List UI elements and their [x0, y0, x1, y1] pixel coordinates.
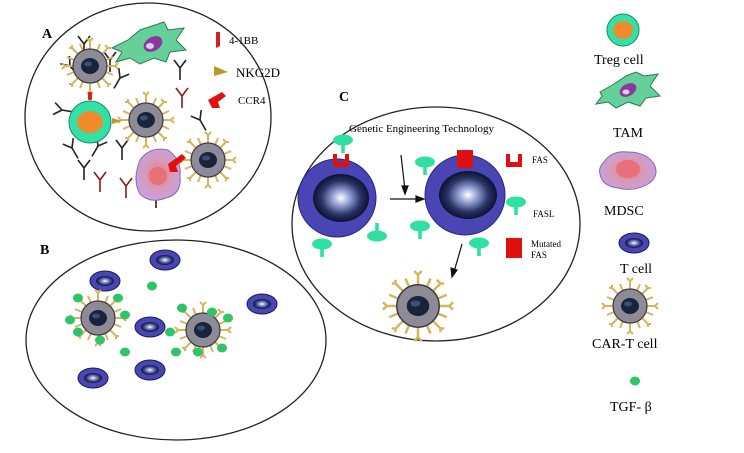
- antibody-icon: [77, 159, 91, 181]
- panel-a-letter: A: [42, 27, 53, 42]
- antibody-red-icon: [119, 177, 133, 199]
- fasl-inverted-icon: [367, 223, 387, 242]
- legend-mdsc-label: MDSC: [604, 204, 644, 219]
- antibody-red-icon: [175, 87, 189, 109]
- panel-c-title: Genetic Engineering Technology: [349, 123, 495, 135]
- antibody-icon: [62, 137, 84, 163]
- fasl-molecule-icon: [410, 220, 430, 239]
- legend-treg-label: Treg cell: [594, 53, 644, 68]
- mutated-fas-key-label-line2: FAS: [531, 250, 547, 260]
- nkg2d-key-icon: [214, 66, 228, 76]
- legend-tgfb-label: TGF- β: [610, 400, 652, 415]
- legend-tgf-beta-icon: [630, 376, 640, 386]
- antibody-icon: [108, 67, 130, 93]
- t-cell-icon: [149, 249, 181, 271]
- arrow-down-right: [453, 243, 463, 273]
- legend-t-cell-icon: [618, 232, 650, 254]
- mutated-fas-key-label-line1: Mutated: [531, 239, 561, 249]
- t-cell-icon: [246, 293, 278, 315]
- 4-1bb-key-label: 4-1BB: [229, 35, 258, 47]
- ccr4-key-icon: [208, 92, 226, 108]
- fasl-molecule-icon: [506, 196, 526, 215]
- t-cell-icon: [134, 316, 166, 338]
- car-t-cell-icon: [117, 91, 175, 149]
- fas-key-icon: [506, 154, 522, 167]
- antibody-red-icon: [93, 171, 107, 193]
- arrow-down: [400, 154, 406, 191]
- car-t-cell-icon: [61, 37, 119, 95]
- car-t-cell-result-icon: [381, 269, 455, 343]
- fasl-molecule-icon: [333, 134, 353, 153]
- t-cell-icon: [134, 359, 166, 381]
- antibody-icon: [173, 59, 187, 81]
- fasl-molecule-icon: [312, 238, 332, 257]
- ccr4-key-label: CCR4: [238, 95, 266, 107]
- mutated-fas-key-icon: [506, 238, 522, 258]
- legend-tam-label: TAM: [613, 126, 644, 141]
- legend: Treg cell TAM MDSC T cell CAR-T cell TGF…: [592, 13, 662, 415]
- panel-b-letter: B: [40, 243, 49, 258]
- antibody-icon: [190, 109, 212, 135]
- antibody-icon: [115, 139, 129, 161]
- 4-1bb-key-icon: [216, 32, 220, 48]
- panel-c-circle: [291, 106, 581, 342]
- legend-cart-label: CAR-T cell: [592, 337, 658, 352]
- t-cell-icon: [77, 367, 109, 389]
- mutated-fas-receptor-icon: [457, 150, 473, 168]
- t-cell-icon: [89, 270, 121, 292]
- fas-key-label: FAS: [532, 155, 548, 165]
- fasl-key-label: FASL: [533, 209, 554, 219]
- nkg2d-key-label: NKG2D: [236, 65, 280, 80]
- legend-car-t-cell-icon: [601, 277, 659, 335]
- tgf-beta-cluster: [65, 281, 233, 357]
- panel-b-circle: [25, 239, 327, 441]
- car-t-cell-icon: [179, 131, 237, 189]
- panel-a-circle: [24, 2, 272, 232]
- panel-c-letter: C: [339, 90, 349, 105]
- fasl-molecule-icon: [469, 237, 489, 256]
- legend-tcell-label: T cell: [620, 262, 652, 277]
